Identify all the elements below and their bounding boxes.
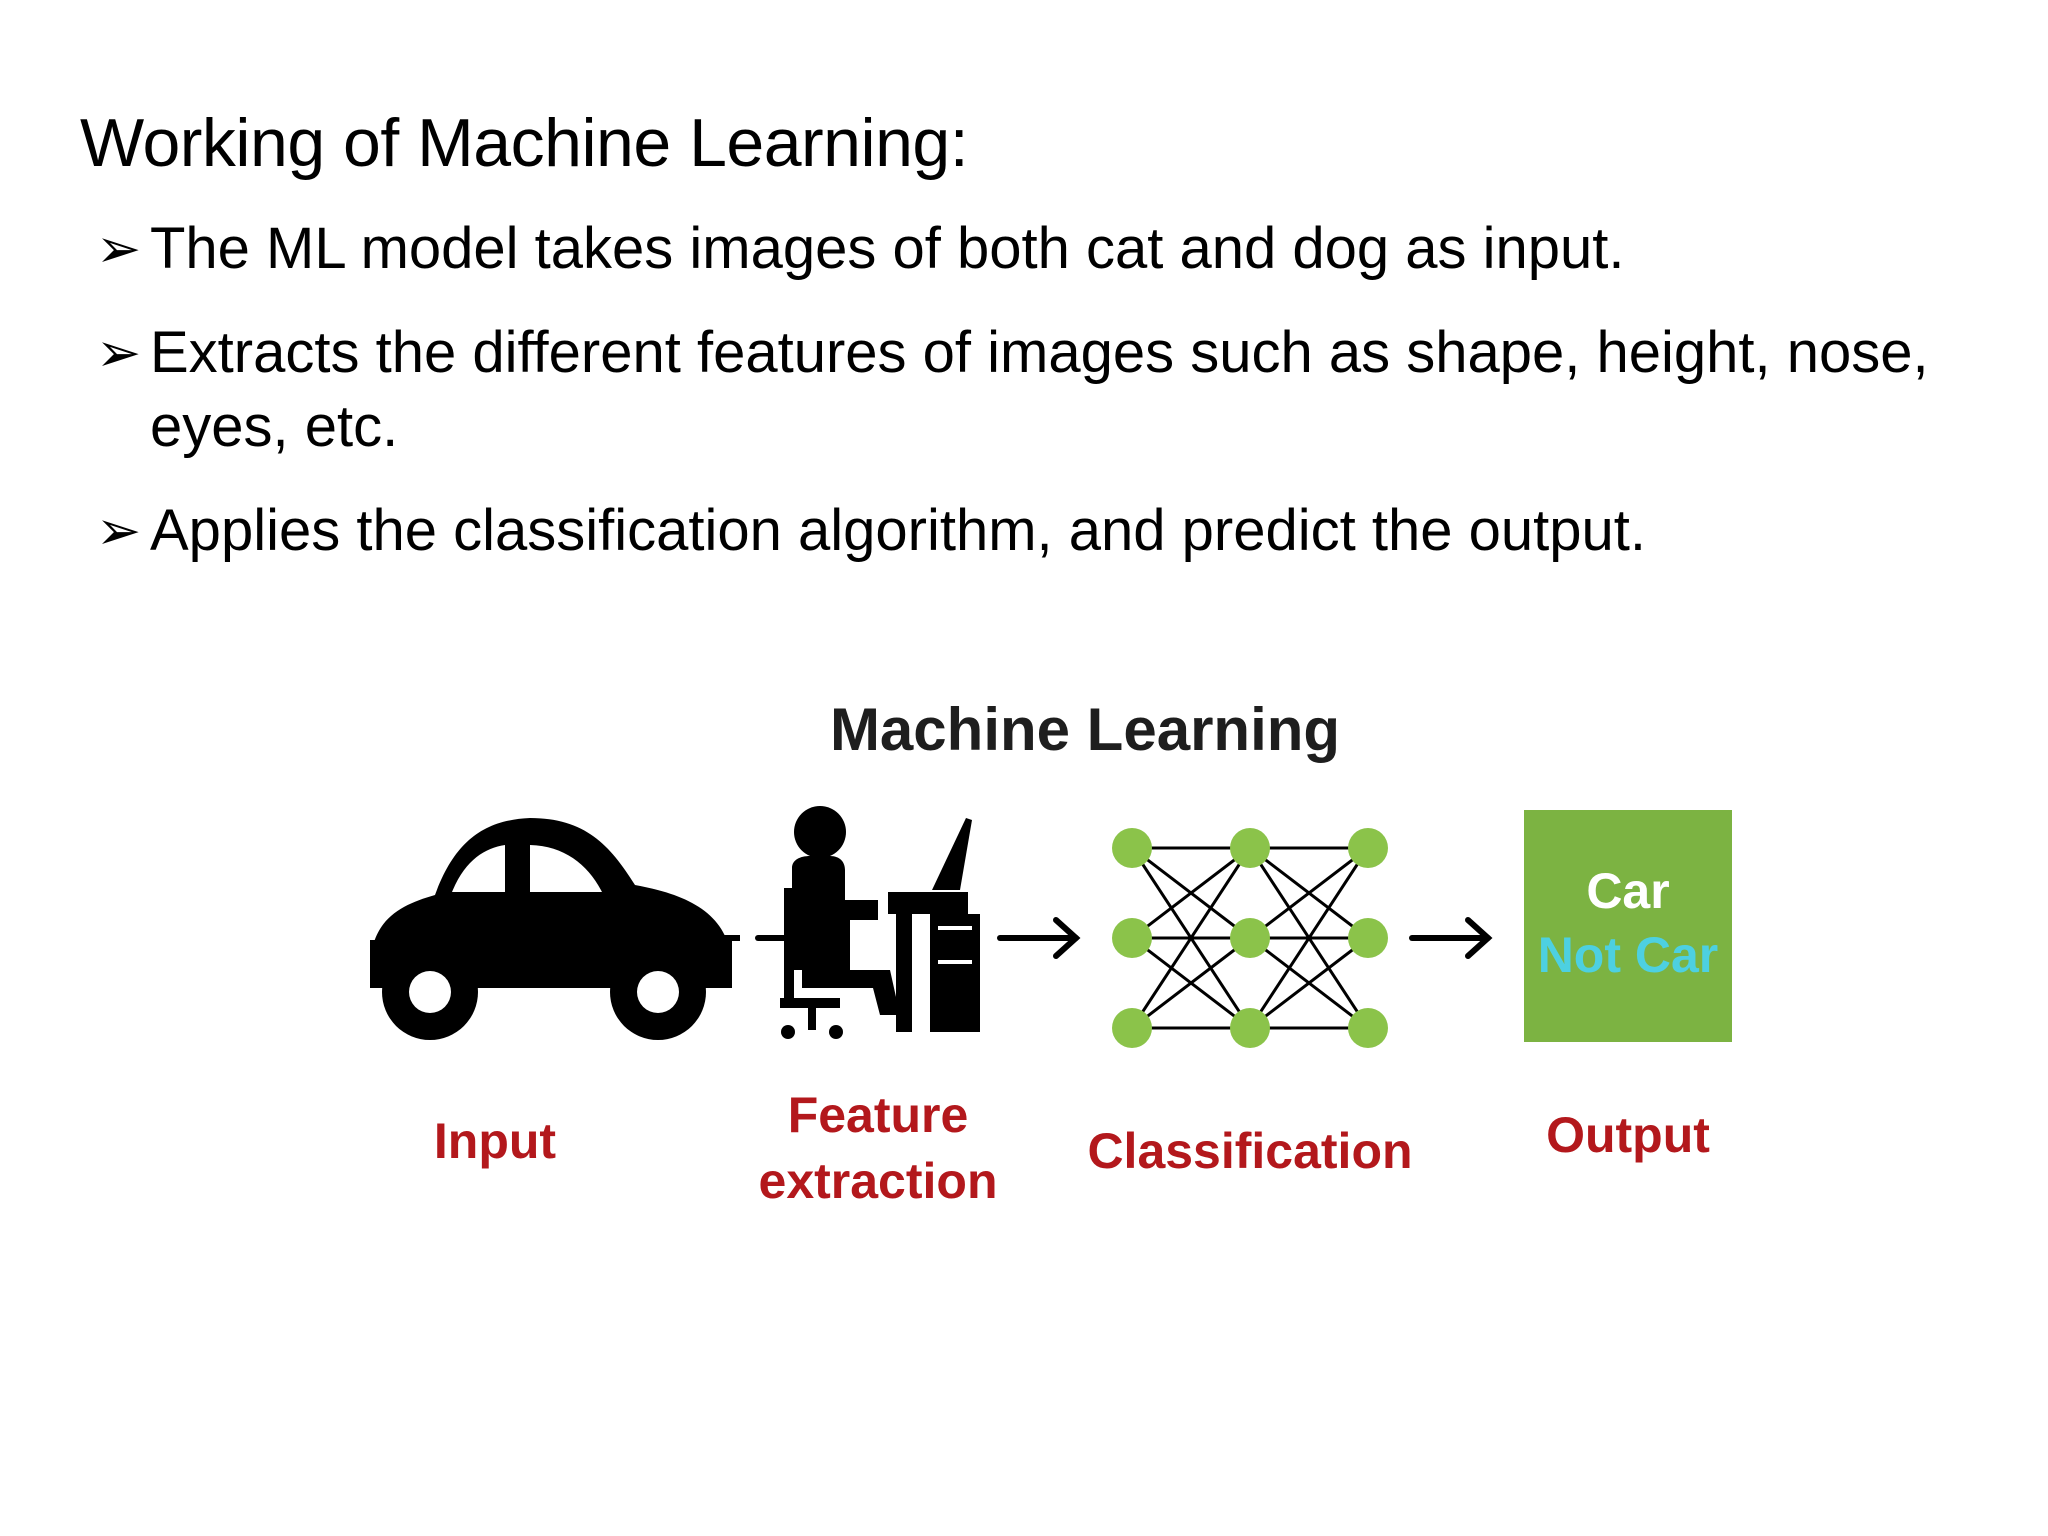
- arrow-right-icon: [997, 917, 1081, 959]
- bullet-text: Applies the classification algorithm, an…: [150, 498, 1646, 563]
- bullet-text: The ML model takes images of both cat an…: [150, 216, 1625, 281]
- bullet-item: ➢ The ML model takes images of both cat …: [96, 212, 1976, 286]
- bullet-list: ➢ The ML model takes images of both cat …: [96, 212, 1976, 568]
- slide-title: Working of Machine Learning:: [80, 105, 969, 181]
- stage-label-input: Input: [434, 1113, 557, 1169]
- output-box-background: [1524, 810, 1732, 1042]
- bullet-item: ➢ Applies the classification algorithm, …: [96, 494, 1976, 568]
- output-car-text: Car: [1586, 863, 1669, 919]
- arrow-bullet-icon: ➢: [96, 321, 142, 384]
- output-box: Car Not Car: [1524, 810, 1732, 1042]
- diagram-title: Machine Learning: [830, 696, 1340, 763]
- bullet-item: ➢ Extracts the different features of ima…: [96, 316, 1976, 464]
- ml-pipeline-svg: Machine Learning: [370, 696, 1732, 1209]
- stage-label-feature: Feature: [788, 1087, 969, 1143]
- ml-pipeline-diagram: Machine Learning: [340, 670, 1780, 1270]
- stage-label-classification: Classification: [1087, 1123, 1412, 1179]
- arrow-bullet-icon: ➢: [96, 217, 142, 280]
- bullet-text: Extracts the different features of image…: [150, 320, 1929, 459]
- car-icon: [370, 818, 732, 1040]
- arrow-bullet-icon: ➢: [96, 499, 142, 562]
- arrow-right-icon: [1409, 917, 1493, 959]
- person-at-computer-icon: [780, 806, 980, 1039]
- output-not-car-text: Not Car: [1538, 927, 1719, 983]
- stage-label-output: Output: [1546, 1107, 1710, 1163]
- stage-label-extraction: extraction: [759, 1153, 998, 1209]
- neural-network-icon: [1112, 828, 1388, 1048]
